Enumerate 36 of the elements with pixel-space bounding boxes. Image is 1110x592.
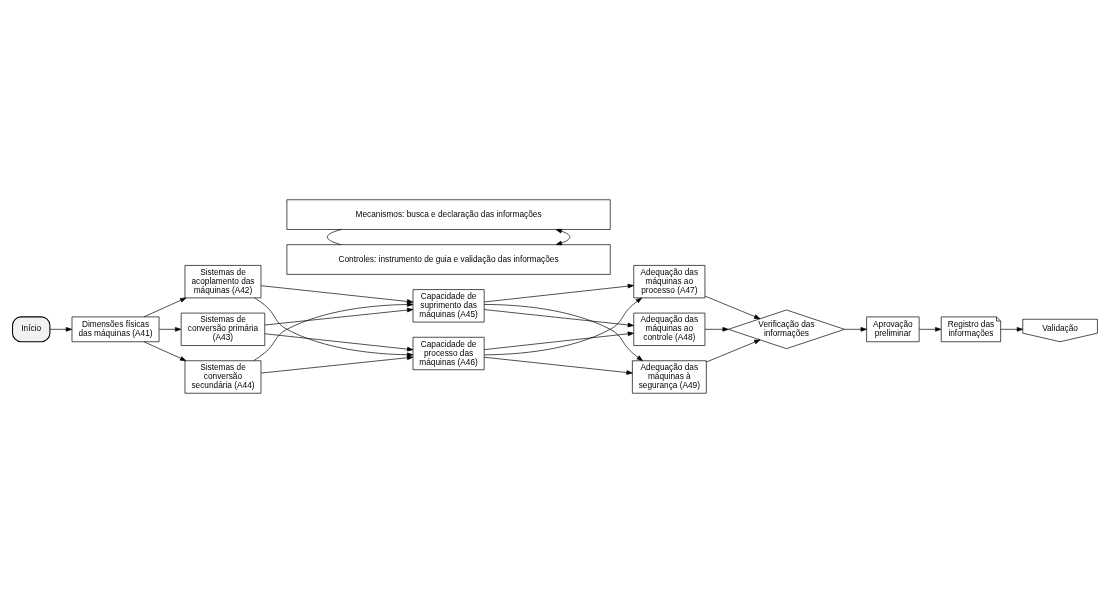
arrow [918,326,942,332]
node-box: Adequação das máquinas à segurança (A49) [632,359,707,394]
arrow [483,283,634,302]
arrow [1000,326,1023,332]
arrow [704,326,729,332]
node-box: Sistemas de acoplamento das máquinas (A42) [184,264,262,298]
arrow [264,332,414,351]
node-box: Aprovação preliminar [866,316,920,342]
node-box: Controles: instrumento de guia e validação das informações [286,243,611,275]
node-box: Capacidade de processo das máquinas (A46) [412,336,485,370]
node-diamond: Verificação das informações [728,309,845,349]
node-box: Sistemas de conversão primária (A43) [180,312,266,346]
arrow [483,356,633,375]
connector [326,228,342,245]
arrow [483,303,643,361]
arrow [159,326,182,332]
arrow [706,339,761,362]
arrow [260,284,414,304]
node-box: Adequação das máquinas ao processo (A47) [633,264,706,298]
node-box: Início [12,315,51,342]
arrow [143,341,187,361]
node-box: Sistemas de conversão secundária (A44) [184,359,262,394]
arrow [844,326,867,332]
arrow [143,297,187,317]
arrow [483,308,634,327]
arrow [49,326,73,332]
arrow [484,297,643,355]
node-box: Capacidade de suprimento das máquinas (A45) [412,288,485,322]
arrow [555,228,571,245]
arrow [260,355,414,373]
node-box: Mecanismos: busca e declaração das informações [286,198,611,230]
node-box: Dimensões físicas das máquinas (A41) [71,316,160,342]
node-box: Adequação das máquinas ao controle (A48) [633,312,706,346]
arrow [483,331,634,350]
arrow [264,307,414,325]
arrow [704,295,761,319]
